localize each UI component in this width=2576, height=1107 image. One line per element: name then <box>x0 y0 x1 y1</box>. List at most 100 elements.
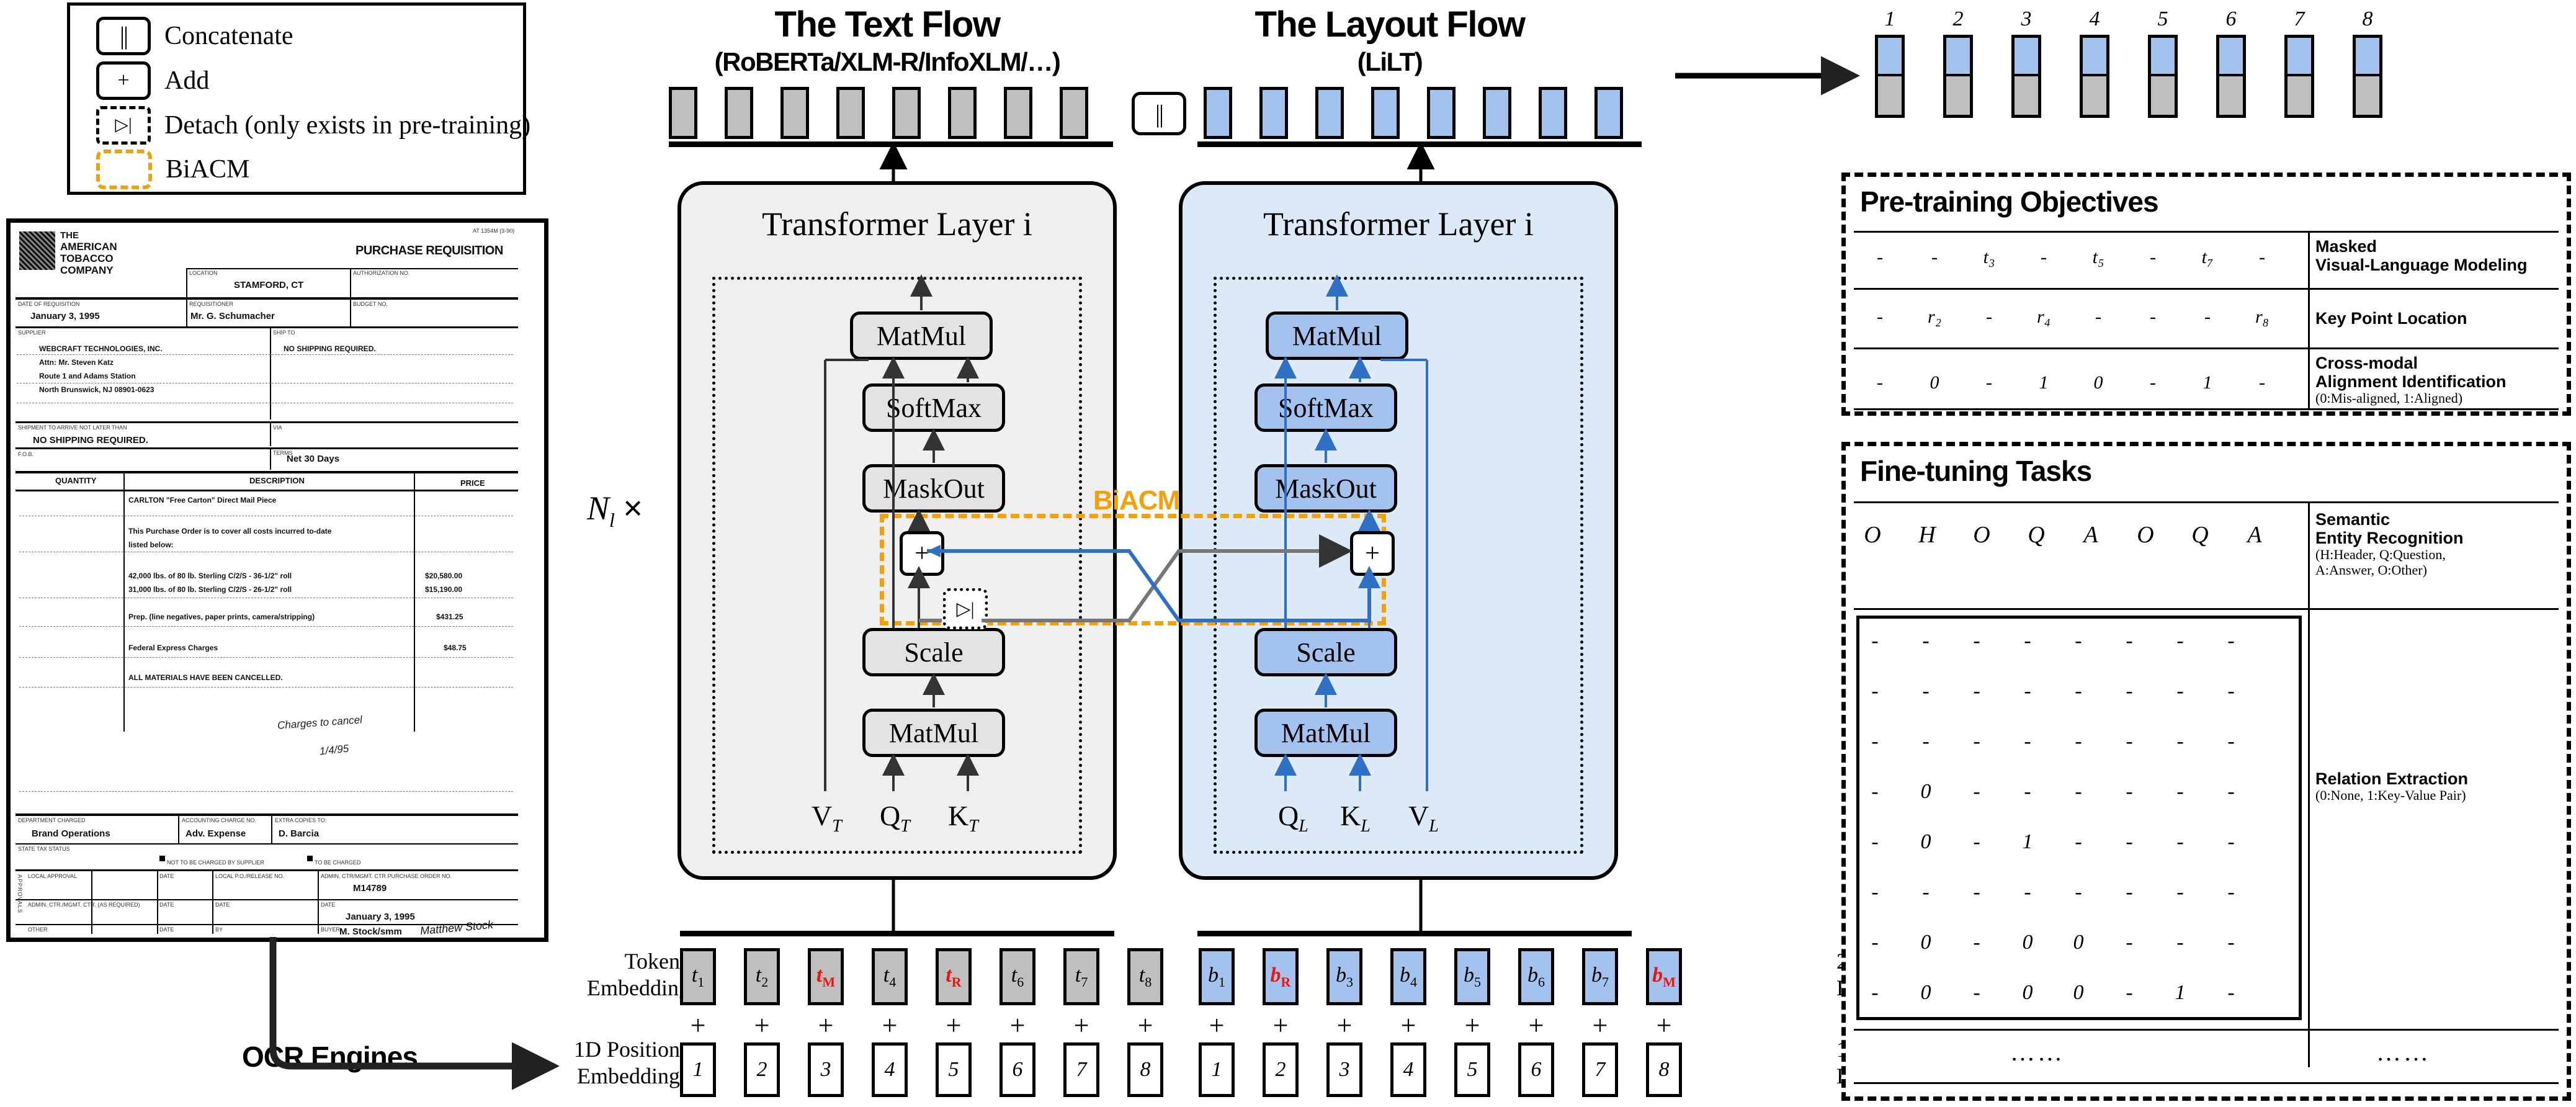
text-op-matmul-bottom: MatMul <box>862 709 1005 757</box>
concatenate-node-glyph: || <box>1155 99 1164 128</box>
re-cell-7-4: 0 <box>2073 980 2084 1004</box>
text-output-token-7 <box>1060 87 1088 139</box>
output-stacked-bar-1 <box>1943 35 1973 118</box>
legend-panel: || Concatenate + Add ▷| Detach (only exi… <box>67 2 530 195</box>
field-label-budget: BUDGET NO. <box>353 301 388 307</box>
ship-arrive-label: SHIPMENT TO ARRIVE NOT LATER THAN <box>18 424 127 431</box>
pretraining-cell-2-2: - <box>1986 372 1992 393</box>
layout-transformer-panel <box>1179 181 1618 880</box>
table-header-description: DESCRIPTION <box>249 476 305 485</box>
document-scan-image: THE AMERICAN TOBACCO COMPANY AT 1354M (3… <box>6 218 548 942</box>
text-op-maskout: MaskOut <box>862 464 1005 513</box>
line-item-price-5: $431.25 <box>436 612 463 621</box>
re-cell-0-7: - <box>2227 629 2235 652</box>
layout-plus-2: + <box>1336 1010 1353 1041</box>
output-bar-text-part-7 <box>2356 76 2379 115</box>
ser-label: Semantic Entity Recognition (H:Header, Q… <box>2315 510 2464 578</box>
text-position-embedding-label: 1D Position Embedding <box>573 1037 680 1089</box>
re-matrix-row-1: -------- <box>1856 666 2263 716</box>
supplier-line-4: North Brunswick, NJ 08901-0623 <box>39 385 154 394</box>
relation-extraction-matrix-box <box>1856 616 2302 1020</box>
form-code: AT 1354M (3-90) <box>473 228 515 234</box>
re-cell-1-1: - <box>1922 679 1930 702</box>
re-cell-4-2: - <box>1973 830 1980 853</box>
re-cell-1-2: - <box>1973 679 1980 702</box>
line-item-price-3: $20,580.00 <box>425 571 463 580</box>
layout-op-matmul-bottom: MatMul <box>1254 709 1397 757</box>
handwriting-note: Charges to cancel <box>277 714 363 732</box>
text-token-4: tR <box>936 948 972 1005</box>
legend-label-add: Add <box>164 66 210 95</box>
layout-add-glyph: + <box>1365 539 1380 568</box>
re-cell-6-4: 0 <box>2073 930 2084 954</box>
text-position-6: 7 <box>1063 1042 1099 1097</box>
layout-output-token-0 <box>1204 87 1232 139</box>
output-index-2: 3 <box>2021 7 2032 30</box>
field-value-location: STAMFORD, CT <box>234 280 304 290</box>
field-label-requisitioner: REQUISITIONER <box>189 301 234 307</box>
table-header-quantity: QUANTITY <box>55 476 97 485</box>
tax-option-1: NOT TO BE CHARGED BY SUPPLIER <box>167 859 264 866</box>
footer-value-copies: D. Barcia <box>279 828 320 839</box>
output-bar-text-part-3 <box>2083 76 2106 115</box>
re-cell-2-2: - <box>1973 729 1980 753</box>
ship-arrive-value: NO SHIPPING REQUIRED. <box>33 435 148 446</box>
re-cell-3-1: 0 <box>1920 779 1931 803</box>
re-matrix-row-2: -------- <box>1856 716 2263 766</box>
re-cell-7-1: 0 <box>1920 980 1931 1004</box>
re-matrix-row-0: -------- <box>1856 616 2263 666</box>
tax-option-2: TO BE CHARGED <box>315 859 361 866</box>
field-label-supplier: SUPPLIER <box>18 329 46 336</box>
layout-position-2: 3 <box>1326 1042 1362 1097</box>
re-cell-2-6: - <box>2176 729 2184 753</box>
layout-output-token-strip <box>1204 87 1650 139</box>
approval-date-1: DATE <box>159 902 174 908</box>
output-bar-1: 2 <box>1943 7 1973 118</box>
text-position-0: 1 <box>680 1042 716 1097</box>
re-cell-5-4: - <box>2075 880 2082 903</box>
legend-item-add: + Add <box>96 61 209 100</box>
layout-position-6: 7 <box>1582 1042 1618 1097</box>
layout-layer-title: Transformer Layer i <box>1263 205 1534 243</box>
company-logo <box>19 231 55 270</box>
re-cell-1-6: - <box>2176 679 2184 702</box>
layout-plus-5: + <box>1528 1010 1544 1041</box>
re-cell-4-3: 1 <box>2022 830 2033 853</box>
field-label-location: LOCATION <box>189 270 218 276</box>
legend-item-biacm: BiACM <box>96 150 249 189</box>
re-cell-2-7: - <box>2227 729 2235 753</box>
output-bar-3: 4 <box>2080 7 2109 118</box>
re-cell-6-7: - <box>2227 930 2235 954</box>
pretraining-cell-2-6: 1 <box>2203 372 2212 393</box>
re-cell-4-0: - <box>1871 830 1879 853</box>
output-stacked-bar-0 <box>1875 35 1905 118</box>
output-stacked-bar-2 <box>2011 35 2041 118</box>
layout-position-3: 4 <box>1390 1042 1426 1097</box>
output-index-4: 5 <box>2157 7 2168 30</box>
pretraining-cell-1-4: - <box>2095 307 2101 327</box>
ser-cell-5: O <box>2137 522 2154 548</box>
add-glyph: + <box>117 69 130 92</box>
add-icon: + <box>96 61 151 100</box>
text-plus-6: + <box>1073 1010 1089 1041</box>
re-cell-1-4: - <box>2075 679 2082 702</box>
output-index-0: 1 <box>1884 7 1895 30</box>
text-position-2: 3 <box>808 1042 844 1097</box>
re-cell-6-6: - <box>2176 930 2184 954</box>
pretraining-label-0: Masked Visual-Language Modeling <box>2315 237 2528 275</box>
layout-position-5: 6 <box>1518 1042 1554 1097</box>
fob-label: F.O.B. <box>18 451 34 457</box>
line-item-price-4: $15,190.00 <box>425 585 463 594</box>
signature: Matthew Stock <box>419 918 494 938</box>
text-plus-7: + <box>1137 1010 1153 1041</box>
concatenate-icon: || <box>96 17 151 55</box>
text-token-2: tM <box>808 948 844 1005</box>
ser-cell-0: O <box>1864 522 1881 548</box>
layout-token-5: b6 <box>1518 948 1554 1005</box>
re-cell-6-5: - <box>2126 930 2133 954</box>
legend-item-detach: ▷| Detach (only exists in pre-training) <box>96 106 530 145</box>
text-output-token-4 <box>892 87 921 139</box>
re-cell-0-4: - <box>2075 629 2082 652</box>
detach-node-glyph: ▷| <box>956 598 975 619</box>
